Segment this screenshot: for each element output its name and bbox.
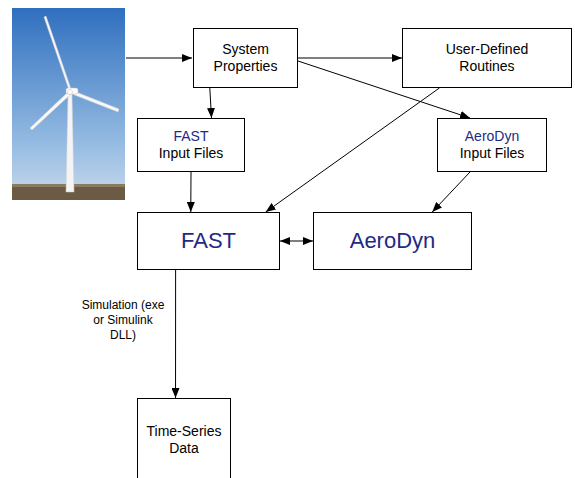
routines-box: User-Defined Routines bbox=[402, 28, 572, 88]
nacelle bbox=[66, 88, 78, 94]
blade bbox=[71, 90, 119, 112]
tower bbox=[66, 94, 74, 192]
connector-arrow bbox=[432, 172, 470, 212]
photo-arrow bbox=[126, 58, 192, 59]
box-text: Time-Series Data bbox=[143, 423, 225, 457]
box-text: Input Files bbox=[443, 145, 541, 162]
box-text: AeroDyn bbox=[319, 228, 466, 254]
blade bbox=[44, 16, 72, 92]
box-text: FAST bbox=[143, 228, 274, 254]
connector-arrow bbox=[190, 172, 191, 212]
properties-box: System Properties bbox=[193, 28, 298, 88]
connector-arrow bbox=[298, 58, 402, 59]
output-box: Time-Series Data bbox=[137, 398, 231, 478]
connector-arrow bbox=[266, 88, 440, 212]
connector-arrow bbox=[210, 88, 212, 118]
blade bbox=[30, 92, 71, 130]
input-files-box: FASTInput Files bbox=[137, 118, 245, 172]
box-text: AeroDyn bbox=[443, 128, 541, 145]
hub bbox=[68, 90, 73, 95]
edge-label: Simulation (exe or Simulink DLL) bbox=[80, 298, 166, 343]
box-text: Input Files bbox=[143, 145, 239, 162]
box-text: FAST bbox=[143, 128, 239, 145]
program-box: FAST bbox=[137, 212, 280, 270]
program-box: AeroDyn bbox=[313, 212, 472, 270]
box-text: User-Defined Routines bbox=[437, 41, 537, 75]
box-text: System Properties bbox=[201, 41, 291, 75]
sky bbox=[12, 8, 125, 200]
connector-arrow bbox=[175, 270, 176, 398]
input-files-box: AeroDynInput Files bbox=[437, 118, 547, 172]
connector-arrow bbox=[280, 241, 313, 242]
